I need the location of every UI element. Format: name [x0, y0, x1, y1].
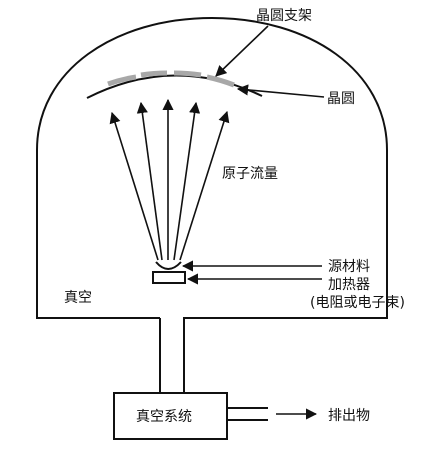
flux-arrow [109, 111, 159, 261]
wafer-segment [140, 70, 168, 78]
heater-block [152, 271, 186, 284]
wafer-holder-label: 晶圆支架 [256, 8, 312, 24]
heater-note-label: (电阻或电子束) [310, 295, 405, 311]
wafer-leader [236, 84, 325, 98]
atom-flux-label: 原子流量 [222, 166, 278, 182]
wafer-holder [86, 74, 263, 99]
source-material-label: 源材料 [328, 259, 370, 275]
exhaust-label: 排出物 [328, 408, 370, 424]
wafer-holder-leader [215, 25, 269, 77]
vacuum-label: 真空 [64, 290, 92, 306]
wafers [107, 70, 235, 88]
flux-arrow [179, 110, 230, 261]
wafer-segment [173, 70, 202, 78]
atom-flux-arrows [109, 98, 230, 261]
flux-arrow [173, 101, 201, 261]
vacuum-system-label: 真空系统 [136, 409, 192, 425]
wafer-label: 晶圆 [327, 91, 355, 107]
heater-label: 加热器 [328, 277, 370, 293]
vacuum-chamber [36, 16, 388, 393]
flux-arrow [136, 101, 163, 261]
wafer-segment [107, 74, 137, 87]
wafer-segment [206, 74, 235, 88]
vacuum-system-box [113, 392, 228, 440]
source-crucible [155, 261, 182, 270]
